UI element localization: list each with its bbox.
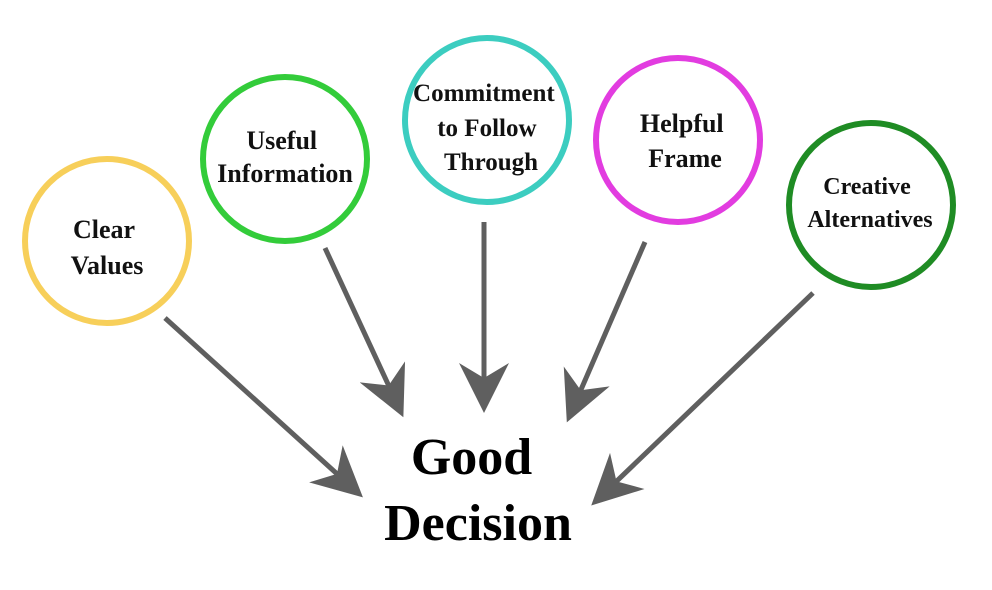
good-decision-title: Good Decision	[384, 429, 572, 552]
node-circle-helpful-frame	[593, 55, 763, 225]
node-circle-commitment	[402, 35, 572, 205]
node-label-helpful-frame: Helpful Frame	[640, 109, 730, 173]
arrow-clear-values	[163, 316, 363, 498]
node-label-line: to Follow	[437, 115, 536, 142]
node-label-line: Information	[217, 159, 353, 188]
node-label-line: Commitment	[413, 80, 555, 107]
node-label-creative-alternatives: Creative Alternatives	[807, 174, 932, 233]
node-label-commitment: Commitment to Follow Through	[413, 80, 561, 176]
node-label-line: Frame	[648, 144, 722, 173]
good-decision-line-2: Decision	[384, 495, 572, 552]
node-label-clear-values: Clear Values	[71, 215, 144, 280]
node-circle-useful-information	[200, 74, 370, 244]
node-circle-creative-alternatives	[786, 120, 956, 290]
node-label-line: Through	[444, 149, 538, 176]
node-label-line: Helpful	[640, 109, 724, 138]
good-decision-line-1: Good	[411, 429, 532, 486]
node-label-line: Creative	[823, 174, 911, 200]
arrow-creative-alternatives	[591, 291, 815, 506]
node-label-line: Values	[71, 251, 144, 280]
node-label-line: Alternatives	[807, 207, 932, 233]
arrow-helpful-frame	[563, 241, 648, 423]
node-label-line: Useful	[246, 126, 317, 155]
node-label-line: Clear	[73, 215, 135, 244]
node-label-useful-information: Useful Information	[217, 126, 353, 188]
arrow-useful-information	[322, 246, 406, 418]
node-circle-clear-values	[22, 156, 192, 326]
